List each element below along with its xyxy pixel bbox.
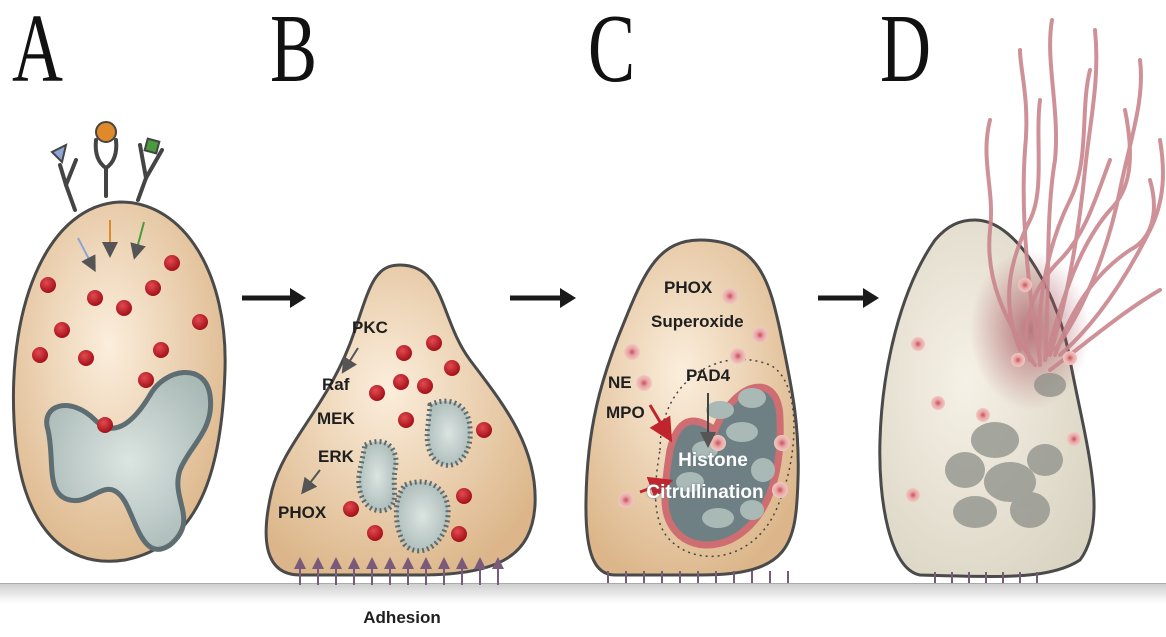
label-adhesion: Adhesion	[363, 608, 440, 628]
label-phox-b: PHOX	[278, 503, 326, 523]
label-ne: NE	[608, 373, 632, 393]
label-pad4: PAD4	[686, 366, 730, 386]
step-arrow-2	[510, 288, 576, 308]
receptor-orange	[96, 122, 117, 196]
label-raf: Raf	[322, 375, 349, 395]
step-arrow-1	[242, 288, 306, 308]
receptor-blue	[52, 145, 76, 210]
receptor-green	[138, 139, 162, 200]
label-pkc: PKC	[352, 318, 388, 338]
label-mek: MEK	[317, 409, 355, 429]
label-histone: Histone	[678, 450, 748, 472]
label-citrullination: Citrullination	[646, 482, 763, 504]
step-arrow-3	[818, 288, 879, 308]
panel-d-net-release	[880, 20, 1163, 583]
panel-a-resting-neutrophil	[13, 122, 225, 561]
label-erk: ERK	[318, 447, 354, 467]
panel-b-activated-neutrophil	[266, 265, 535, 585]
label-mpo: MPO	[606, 403, 645, 423]
label-phox-c: PHOX	[664, 278, 712, 298]
label-superoxide: Superoxide	[651, 312, 744, 332]
